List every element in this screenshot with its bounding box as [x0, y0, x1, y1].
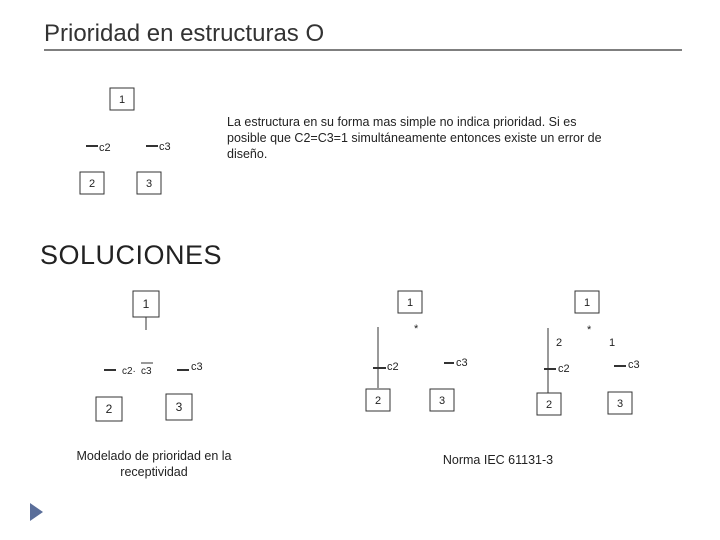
step-box-2: [95, 396, 123, 422]
caption-right: Norma IEC 61131-3: [442, 453, 554, 467]
step-label-3: 3: [176, 400, 183, 414]
transition-label-c2: c2: [387, 361, 399, 373]
step-label-3: 3: [146, 178, 152, 190]
transition-label-c3: c3: [628, 359, 640, 371]
step-box-3: [165, 393, 193, 421]
next-slide-arrow-icon[interactable]: [30, 503, 43, 521]
step-box-1: [574, 290, 600, 314]
step-label-2: 2: [546, 399, 552, 411]
step-label-1: 1: [407, 297, 413, 309]
step-box-1: [109, 87, 135, 111]
diagram-iec-variant-b: 1 * 2 1 c2 c3 2 3: [536, 290, 640, 416]
transition-label-c3: c3: [456, 357, 468, 369]
step-label-3: 3: [617, 398, 623, 410]
priority-star: *: [587, 324, 592, 336]
slide-title: Prioridad en estructuras O: [44, 20, 325, 47]
step-box-3: [607, 391, 633, 415]
step-box-2: [536, 392, 562, 416]
step-label-1: 1: [143, 297, 150, 311]
title-underline: [44, 49, 682, 51]
solutions-heading: SOLUCIONES: [40, 240, 223, 270]
step-label-3: 3: [439, 395, 445, 407]
description-text: La estructura en su forma mas simple no …: [227, 115, 602, 161]
transition-label-c2: c2: [99, 142, 111, 154]
step-label-2: 2: [89, 178, 95, 190]
step-box-2: [79, 171, 105, 195]
step-box-3: [429, 388, 455, 412]
step-box-3: [136, 171, 162, 195]
transition-label-c2-prefix: c2·: [122, 366, 136, 377]
step-box-1: [132, 290, 160, 318]
diagram-priority-receptivity: 1 c2· c3 c3 2 3: [95, 290, 203, 422]
transition-label-c3-negated: c3: [141, 366, 152, 377]
transition-label-c3: c3: [191, 361, 203, 373]
transition-label-c2: c2: [558, 363, 570, 375]
diagram-simple-or: 1 c2 c3 2 3: [79, 87, 171, 195]
step-box-1: [397, 290, 423, 314]
step-label-2: 2: [106, 402, 113, 416]
step-label-1: 1: [119, 94, 125, 106]
step-label-1: 1: [584, 297, 590, 309]
priority-label-2: 2: [556, 337, 562, 349]
transition-label-c3: c3: [159, 141, 171, 153]
priority-star: *: [414, 323, 419, 335]
step-box-2: [365, 388, 391, 412]
step-label-2: 2: [375, 395, 381, 407]
priority-label-1: 1: [609, 337, 615, 349]
diagram-iec-variant-a: 1 * c2 c3 2 3: [365, 290, 468, 412]
caption-left: Modelado de prioridad en la receptividad: [76, 449, 232, 479]
